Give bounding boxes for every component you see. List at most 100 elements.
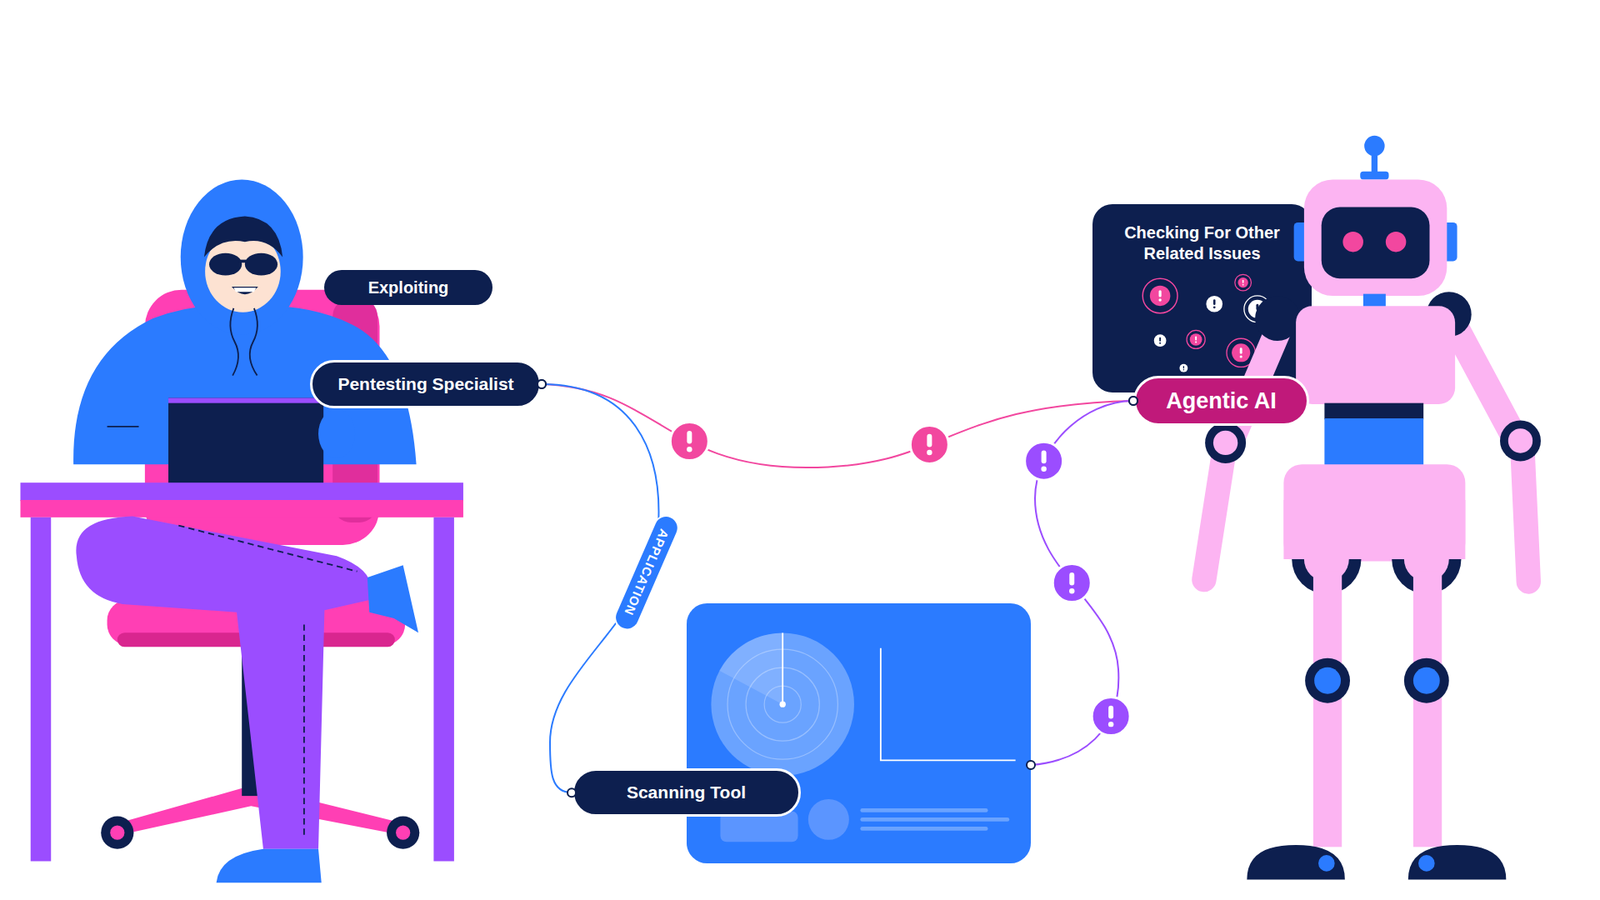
alert-ring (1226, 338, 1255, 367)
hand (318, 409, 355, 459)
alert-circle (910, 425, 949, 464)
pants-seam (178, 525, 357, 572)
alert-bar (1195, 335, 1197, 340)
radar-disc (710, 632, 855, 775)
robot-head (1304, 180, 1447, 297)
alert-icon (1186, 330, 1205, 349)
alert-circle (1190, 333, 1203, 346)
alert-icon (1052, 564, 1091, 603)
robot-neck (1363, 294, 1386, 309)
scanner-screen-art (686, 603, 1031, 864)
panel-text: Checking For Other Related Issues (1092, 204, 1312, 265)
mouth (231, 286, 259, 295)
alert-dot (1069, 588, 1075, 594)
alert-dot (1255, 311, 1259, 315)
robot-elbow (1500, 420, 1541, 461)
alert-circle (1231, 343, 1250, 362)
robot-torso (1295, 305, 1455, 405)
robot-forearm (1204, 449, 1225, 580)
desk-edge (20, 500, 463, 518)
alert-icon (1235, 274, 1252, 291)
robot-knee-inner (1413, 667, 1440, 695)
shoe (367, 565, 419, 633)
robot-forearm (1522, 449, 1529, 582)
shoe (216, 849, 322, 883)
robot-leg (1413, 571, 1442, 848)
robot-elbow (1205, 422, 1246, 464)
sunglasses-lens (209, 253, 242, 276)
alert-ring (1142, 278, 1178, 314)
alert-dot (1240, 355, 1243, 358)
scanner-screen (686, 603, 1031, 864)
alert-icon (1226, 338, 1255, 367)
hoodie-string (250, 308, 258, 376)
robot-leg (1313, 571, 1342, 848)
connector-end-dot (1129, 396, 1138, 405)
alert-dot (1040, 466, 1046, 472)
robot-face (1321, 207, 1430, 280)
robot-hip-joint (1291, 524, 1361, 594)
robot-hip-joint-inner (1304, 536, 1350, 582)
robot-hip-joint (1391, 524, 1461, 594)
screen-avatar (808, 799, 850, 840)
robot-ear (1442, 222, 1457, 262)
alert-icon (1025, 441, 1064, 480)
connector (541, 384, 1134, 468)
alert-icon (670, 422, 709, 461)
alert-bar (1213, 299, 1216, 305)
alert-circle (1025, 441, 1064, 480)
alert-circle (1052, 564, 1091, 603)
robot-eye (1342, 231, 1363, 252)
robot-knee (1305, 658, 1350, 704)
tool-group: Scanning Tool (571, 603, 1031, 864)
robot-antenna (1371, 155, 1378, 174)
pants (75, 516, 371, 850)
chair-wheel-hub (110, 825, 125, 840)
screen-line (860, 826, 988, 831)
connector-end-dot (567, 788, 576, 797)
alert-bar (926, 434, 932, 448)
radar-needle (781, 632, 784, 705)
connector-end-dot (537, 380, 546, 389)
desk-leg (433, 517, 454, 862)
robot-hip-joint-inner (1404, 536, 1450, 582)
chair-wheel (100, 816, 134, 850)
teeth (233, 287, 256, 292)
node-text: Agentic AI (1165, 388, 1277, 415)
hood (180, 180, 304, 335)
alert-bar (1242, 280, 1245, 284)
connector-end-dot (1026, 760, 1035, 770)
alert-circle (1205, 295, 1223, 313)
agent-pill: Agentic AI (1133, 375, 1310, 426)
node-text: Exploiting (368, 278, 450, 298)
robot-upper-arm (1454, 324, 1515, 437)
alert-bar (1041, 450, 1047, 465)
sunglasses-lens (245, 253, 278, 276)
robot-foot (1408, 845, 1507, 880)
desk-leg (30, 517, 51, 862)
alert-circle (1150, 285, 1171, 306)
robot-knee (1404, 658, 1450, 704)
robot-hips (1283, 464, 1465, 561)
connector-end-dot (537, 380, 546, 389)
alert-circle (1091, 696, 1130, 735)
alert-icon (910, 425, 949, 464)
robot-upper-arm (1232, 324, 1281, 437)
alert-dot (1158, 298, 1161, 301)
radar-center (780, 700, 786, 707)
alert-bar (1183, 365, 1185, 369)
pants-seam (303, 624, 305, 837)
alert-icon (1142, 278, 1178, 314)
sleeve-line (107, 425, 140, 428)
alert-icon (1091, 696, 1130, 735)
hair (204, 216, 283, 258)
alert-dot (1183, 369, 1185, 370)
robot-ear (1294, 222, 1309, 262)
robot-shoulder (1255, 295, 1300, 341)
robot-elbow-inner (1508, 428, 1533, 453)
robot-waist (1324, 418, 1424, 465)
robot-elbow-inner (1213, 430, 1238, 455)
robot-antenna-ball (1364, 135, 1385, 156)
screen-panel (686, 603, 1031, 864)
node-text: Pentesting Specialist (337, 374, 514, 395)
